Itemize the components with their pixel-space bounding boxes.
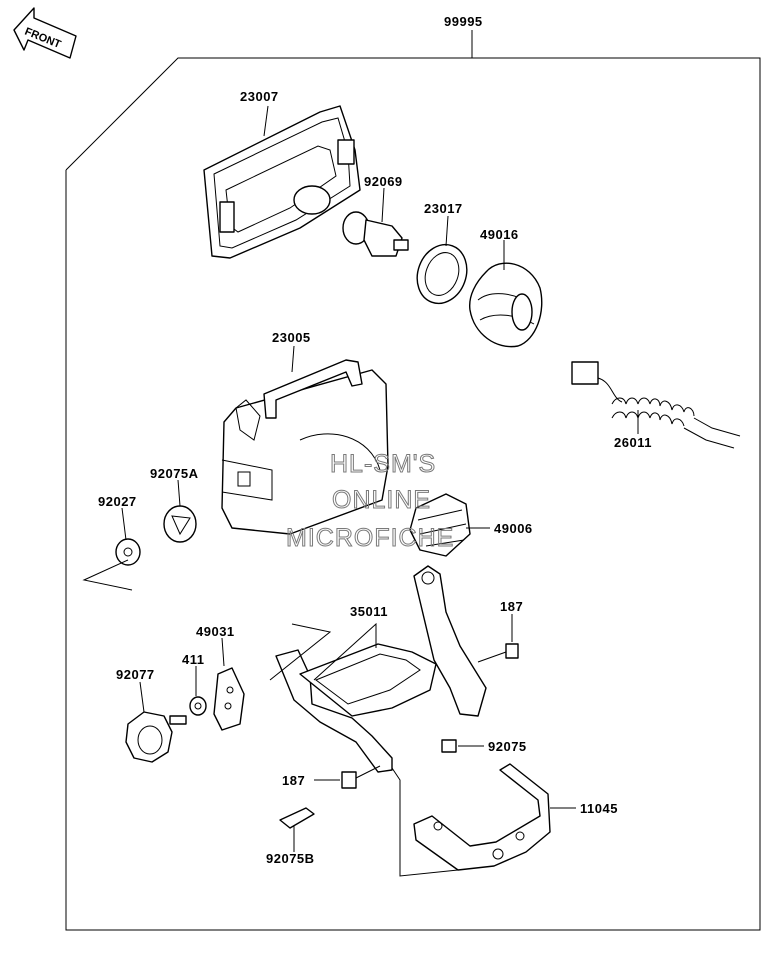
retaining-ring-23017 [416, 243, 468, 305]
label-411: 411 [182, 652, 204, 667]
label-26011: 26011 [614, 435, 652, 450]
label-92027: 92027 [98, 494, 137, 509]
rubber-boot-49016 [469, 262, 543, 348]
wire-harness-26011 [571, 361, 741, 449]
grommet-92075A [163, 505, 197, 543]
label-49016: 49016 [480, 227, 519, 242]
label-49031: 49031 [196, 624, 235, 639]
label-49006: 49006 [494, 521, 533, 536]
headlight-lens-23007 [203, 105, 361, 259]
label-23007: 23007 [240, 89, 279, 104]
watermark-line-2: ONLINE [332, 486, 431, 514]
plate-49031 [213, 667, 245, 731]
rubber-boot-49006 [409, 493, 471, 557]
bulb-92069 [342, 211, 409, 257]
clip-92075B [279, 807, 315, 829]
bolt-187-upper [477, 643, 519, 663]
bracket-11045 [413, 763, 551, 871]
headlight-housing-23005 [221, 359, 389, 535]
watermark-line-1: HL-SM'S [330, 450, 436, 478]
washer-411 [189, 696, 207, 716]
label-92075B: 92075B [266, 851, 315, 866]
label-92075A: 92075A [150, 466, 199, 481]
bolt-187-lower [341, 765, 381, 789]
watermark-line-3: MICROFICHE [286, 524, 454, 552]
nut-92075 [441, 739, 457, 753]
label-187-lower: 187 [282, 773, 305, 788]
label-23005: 23005 [272, 330, 311, 345]
label-92075: 92075 [488, 739, 527, 754]
label-23017: 23017 [424, 201, 463, 216]
knob-92077 [125, 711, 187, 763]
label-35011: 35011 [350, 604, 388, 619]
label-92077: 92077 [116, 667, 155, 682]
kit-number-label: 99995 [444, 14, 483, 29]
watermark: HL-SM'S ONLINE MICROFICHE [286, 450, 454, 553]
label-11045: 11045 [580, 801, 618, 816]
front-arrow-icon: FRONT [13, 7, 77, 59]
label-92069: 92069 [364, 174, 403, 189]
washer-92027 [115, 538, 141, 566]
kit-frame [65, 30, 761, 931]
label-187-upper: 187 [500, 599, 523, 614]
